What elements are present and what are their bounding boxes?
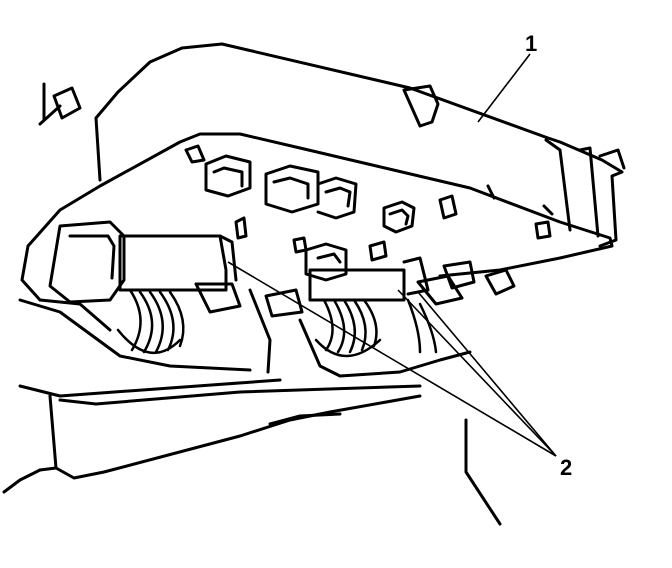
mounting-panel: [2, 244, 502, 526]
leader-line-2b: [397, 289, 557, 457]
callout-1: 1: [525, 31, 538, 56]
leader-line-2c: [417, 291, 557, 457]
relay-sockets: [204, 154, 416, 262]
leader-line-1: [477, 53, 531, 123]
callout-2: 2: [560, 455, 573, 480]
leader-lines: [227, 53, 557, 457]
fuse-block-cover: [38, 42, 626, 248]
wiring-connectors: [48, 220, 516, 318]
wire-harness: [116, 288, 438, 358]
leader-line-2a: [227, 261, 557, 457]
fuse-block-body: [26, 132, 614, 278]
